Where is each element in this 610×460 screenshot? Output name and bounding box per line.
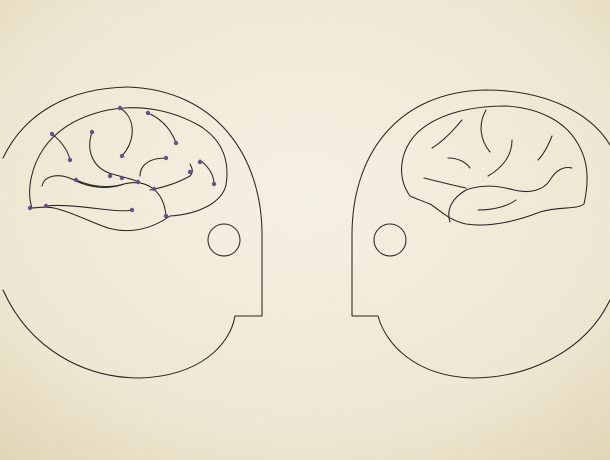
- brain-node[interactable]: [188, 170, 192, 174]
- brain-node[interactable]: [136, 180, 140, 184]
- brain-node[interactable]: [74, 178, 78, 182]
- brain-node[interactable]: [28, 206, 32, 210]
- brain-node[interactable]: [212, 182, 216, 186]
- brain-node[interactable]: [120, 176, 124, 180]
- brain-node[interactable]: [164, 156, 168, 160]
- brain-node[interactable]: [44, 204, 48, 208]
- brain-node[interactable]: [68, 158, 72, 162]
- brain-node[interactable]: [130, 208, 134, 212]
- brain-node[interactable]: [164, 214, 168, 218]
- brain-node[interactable]: [90, 130, 94, 134]
- brain-node[interactable]: [118, 106, 122, 110]
- brain-node[interactable]: [174, 141, 178, 145]
- brain-node[interactable]: [152, 187, 156, 191]
- brain-node[interactable]: [146, 111, 150, 115]
- brain-node[interactable]: [50, 132, 54, 136]
- brain-node[interactable]: [198, 160, 202, 164]
- brain-node[interactable]: [108, 174, 112, 178]
- brain-node[interactable]: [120, 154, 124, 158]
